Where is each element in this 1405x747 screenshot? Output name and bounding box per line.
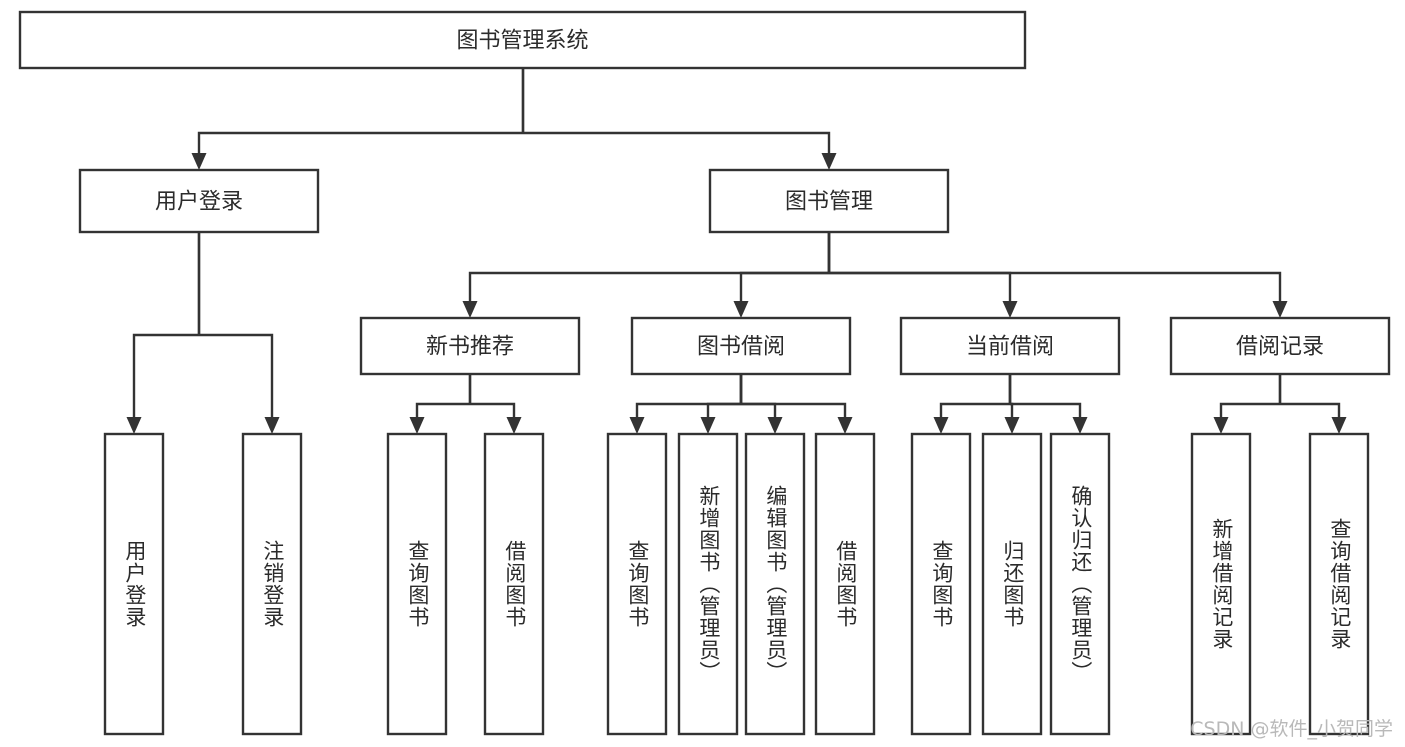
node-label-book-manage: 图书管理 (785, 190, 873, 215)
node-box-leaf-user-logout[interactable] (241, 432, 303, 736)
node-leaf-bb-edit[interactable] (744, 432, 806, 736)
connector-borrow-record-to-leaf-br-add (1213, 374, 1282, 434)
connector-current-borrow-to-leaf-cb-confirm (1008, 374, 1088, 434)
connector-book-manage-to-borrow-record (827, 232, 1288, 318)
connector-book-manage-to-new-book-rec (462, 232, 831, 318)
node-leaf-br-query[interactable] (1308, 432, 1370, 736)
node-leaf-user-logout[interactable] (241, 432, 303, 736)
node-leaf-cb-return[interactable] (981, 432, 1043, 736)
node-box-leaf-user-login[interactable] (103, 432, 165, 736)
node-box-new-book-rec[interactable] (359, 316, 581, 376)
node-box-leaf-bb-edit[interactable] (744, 432, 806, 736)
connector-new-book-rec-to-leaf-rec-query (409, 374, 472, 434)
node-label-book-borrow: 图书借阅 (697, 335, 785, 360)
connector-user-login-to-leaf-user-logout (197, 232, 280, 434)
node-label-new-book-rec: 新书推荐 (426, 335, 514, 360)
node-leaf-rec-borrow[interactable] (483, 432, 545, 736)
node-box-leaf-cb-query[interactable] (910, 432, 972, 736)
node-box-book-manage[interactable] (708, 168, 950, 234)
connector-book-manage-to-book-borrow (733, 232, 831, 318)
node-leaf-br-add[interactable] (1190, 432, 1252, 736)
node-label-current-borrow: 当前借阅 (966, 335, 1054, 360)
node-current-borrow[interactable]: 当前借阅 (899, 316, 1121, 376)
node-user-login[interactable]: 用户登录 (78, 168, 320, 234)
node-box-leaf-rec-query[interactable] (386, 432, 448, 736)
node-leaf-cb-confirm[interactable] (1049, 432, 1111, 736)
node-box-book-borrow[interactable] (630, 316, 852, 376)
connectors-layer (126, 68, 1347, 434)
node-box-leaf-cb-return[interactable] (981, 432, 1043, 736)
node-root[interactable]: 图书管理系统 (18, 10, 1027, 70)
node-leaf-user-login[interactable] (103, 432, 165, 736)
node-box-user-login[interactable] (78, 168, 320, 234)
node-new-book-rec[interactable]: 新书推荐 (359, 316, 581, 376)
node-book-manage[interactable]: 图书管理 (708, 168, 950, 234)
watermark-text: CSDN @软件_小贺同学 (1190, 718, 1393, 740)
node-leaf-cb-query[interactable] (910, 432, 972, 736)
node-box-current-borrow[interactable] (899, 316, 1121, 376)
node-borrow-record[interactable]: 借阅记录 (1169, 316, 1391, 376)
connector-root-to-book-manage (521, 68, 837, 170)
node-box-leaf-bb-add[interactable] (677, 432, 739, 736)
node-box-leaf-bb-query[interactable] (606, 432, 668, 736)
node-box-leaf-rec-borrow[interactable] (483, 432, 545, 736)
node-leaf-bb-query[interactable] (606, 432, 668, 736)
node-box-root[interactable] (18, 10, 1027, 70)
node-leaf-bb-borrow[interactable] (814, 432, 876, 736)
node-box-leaf-br-add[interactable] (1190, 432, 1252, 736)
node-label-user-login: 用户登录 (155, 190, 243, 215)
connector-book-borrow-to-leaf-bb-borrow (739, 374, 853, 434)
node-leaf-rec-query[interactable] (386, 432, 448, 736)
connector-new-book-rec-to-leaf-rec-borrow (468, 374, 522, 434)
node-box-borrow-record[interactable] (1169, 316, 1391, 376)
node-label-root: 图书管理系统 (456, 29, 588, 54)
connector-borrow-record-to-leaf-br-query (1278, 374, 1347, 434)
connector-current-borrow-to-leaf-cb-query (933, 374, 1012, 434)
node-box-leaf-br-query[interactable] (1308, 432, 1370, 736)
node-leaf-bb-add[interactable] (677, 432, 739, 736)
node-box-leaf-cb-confirm[interactable] (1049, 432, 1111, 736)
node-label-borrow-record: 借阅记录 (1236, 335, 1324, 360)
connector-root-to-user-login (191, 68, 525, 170)
node-box-leaf-bb-borrow[interactable] (814, 432, 876, 736)
connector-book-manage-to-current-borrow (827, 232, 1018, 318)
connector-user-login-to-leaf-user-login (126, 232, 201, 434)
node-book-borrow[interactable]: 图书借阅 (630, 316, 852, 376)
